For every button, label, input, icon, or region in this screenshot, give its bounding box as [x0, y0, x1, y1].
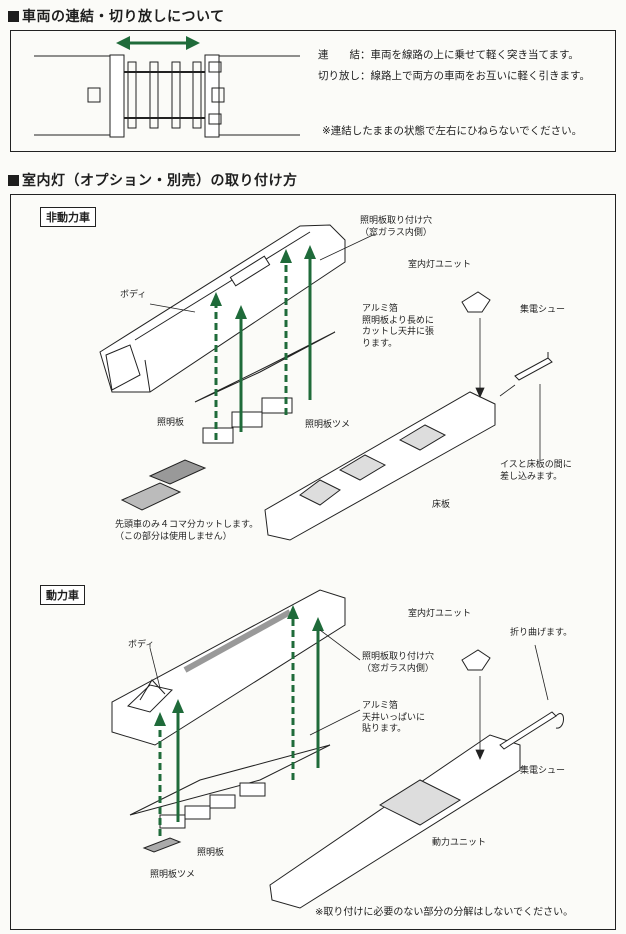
unpowered-lamp-unit-label: 室内灯ユニット	[408, 260, 472, 270]
coupling-illustration	[34, 54, 300, 138]
unpowered-body-drawing	[99, 224, 346, 393]
unpowered-light-board-label: 照明板	[157, 418, 185, 428]
unpowered-lead-lines	[149, 233, 541, 460]
powered-motor-unit	[269, 734, 521, 909]
section1-title: 車両の連結・切り放しについて	[8, 6, 225, 26]
powered-collector-label: 集電シュー	[520, 766, 566, 776]
unpowered-collector-label: 集電シュー	[520, 305, 566, 315]
powered-motor-unit-label: 動力ユニット	[432, 838, 487, 848]
coupling-instruction: 連 結：車両を線路の上に乗せて軽く突き当てます。	[318, 49, 579, 61]
unpowered-insert-note: イスと床板の間に 差し込みます。	[500, 460, 572, 482]
unpowered-cut-note: 先頭車のみ４コマ分カットします。 （この部分は使用しません）	[115, 520, 259, 542]
unpowered-shoe	[514, 352, 553, 381]
powered-light-tab-label: 照明板ツメ	[150, 870, 196, 880]
unpowered-lamp	[461, 291, 491, 313]
square-bullet-icon	[8, 11, 19, 22]
unpowered-floor-label: 床板	[432, 500, 451, 510]
powered-lamp-unit-label: 室内灯ユニット	[408, 609, 472, 619]
square-bullet-icon	[8, 175, 19, 186]
powered-fold-label: 折り曲げます。	[510, 628, 573, 638]
section2-title: 室内灯（オプション・別売）の取り付け方	[8, 170, 298, 190]
interior-light-box	[10, 194, 616, 930]
unpowered-body-label: ボディ	[120, 290, 147, 300]
unpowered-foil-label: アルミ箔 照明板より長めに カットし天井に張 ります。	[362, 304, 435, 350]
powered-pantograph	[127, 679, 173, 713]
unpowered-car-tag: 非動力車	[40, 207, 96, 227]
powered-lead-lines	[149, 629, 549, 760]
powered-light-hole-label: 照明板取り付け穴 （窓ガラス内側）	[362, 652, 435, 674]
powered-arrows	[154, 605, 324, 836]
powered-light-board-label: 照明板	[197, 848, 225, 858]
push-pull-arrow	[116, 36, 200, 50]
unpowered-light-hole-label: 照明板取り付け穴 （窓ガラス内側）	[360, 216, 433, 238]
uncoupling-instruction: 切り放し：線路上で両方の車両をお互いに軽く引きます。	[318, 70, 590, 82]
coupling-warning-note: ※連結したままの状態で左右にひねらないでください。	[322, 125, 583, 137]
powered-foil-label: アルミ箔 天井いっぱいに 貼ります。	[362, 701, 426, 735]
unpowered-cut-pieces	[120, 459, 207, 511]
powered-body-drawing	[111, 589, 346, 746]
coupling-box	[10, 30, 616, 152]
powered-lamp	[461, 649, 491, 671]
powered-body-label: ボディ	[128, 640, 155, 650]
footer-warning-note: ※取り付けに必要のない部分の分解はしないでください。	[315, 907, 574, 918]
unpowered-floor	[264, 391, 496, 541]
powered-shoe	[499, 711, 564, 750]
powered-car-tag: 動力車	[40, 585, 85, 605]
unpowered-light-tab-label: 照明板ツメ	[305, 420, 351, 430]
unpowered-arrows	[210, 245, 316, 440]
